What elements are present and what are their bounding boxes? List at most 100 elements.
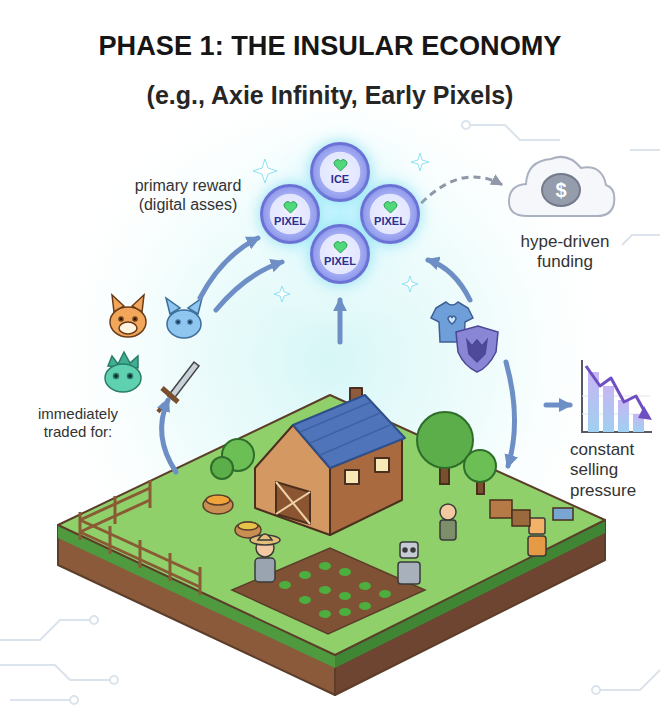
crop-field: [319, 610, 331, 618]
heart-icon: [333, 158, 348, 172]
circuit-lines: [70, 696, 78, 704]
fox-creature: [119, 322, 137, 334]
villager: [528, 536, 546, 556]
crop-field: [339, 608, 351, 616]
crates: [553, 508, 573, 520]
heart-icon: [283, 200, 298, 214]
crop-field: [339, 592, 351, 600]
crop-field: [279, 562, 391, 618]
fence: [115, 480, 150, 524]
fox-creature: [133, 317, 137, 321]
barn: [375, 458, 389, 472]
circuit-lines: [0, 620, 90, 640]
circuit-lines: [10, 699, 70, 701]
farmer: [250, 534, 280, 582]
flow-arrows: [546, 403, 570, 408]
robot: [398, 562, 420, 584]
flow-arrows: [216, 262, 282, 310]
sparkles: [411, 153, 429, 171]
dragon-creature: [114, 374, 119, 379]
cat-creature: [176, 320, 180, 324]
fence: [80, 480, 200, 595]
crop-field: [232, 548, 425, 634]
baskets: [206, 495, 230, 505]
coin-label: ICE: [331, 173, 349, 185]
circuit-lines: [592, 686, 600, 694]
trees: [464, 450, 496, 482]
circuit-lines: [0, 121, 660, 704]
crop-field: [319, 562, 331, 570]
circuit-lines: [90, 616, 98, 624]
diagram-title: PHASE 1: THE INSULAR ECONOMY: [0, 30, 660, 63]
dashed-flow-arrow: [421, 177, 502, 203]
crop-field: [379, 590, 391, 598]
background-glow: [10, 80, 650, 680]
crop-field: [339, 568, 351, 576]
token-coin: PIXEL: [260, 184, 320, 244]
declining-chart: [586, 366, 646, 414]
farmer: [255, 558, 275, 582]
flow-arrows: [338, 300, 343, 342]
heart-icon: [284, 202, 297, 213]
island: [58, 395, 605, 695]
crop-field: [319, 586, 331, 594]
villager: [529, 518, 545, 534]
traded-label: immediately traded for:: [22, 405, 134, 441]
heart-icon: [383, 200, 398, 214]
fox-creature: [110, 295, 146, 337]
barn: [255, 388, 405, 535]
crop-field: [359, 602, 371, 610]
subtitle: (e.g., Axie Infinity, Early Pixels): [0, 80, 660, 110]
declining-chart: [582, 360, 652, 432]
token-coin: PIXEL: [310, 224, 370, 284]
background-glow: [10, 80, 650, 680]
funding-cloud: $: [505, 148, 617, 222]
funding-label: hype-driven funding: [505, 232, 625, 273]
background-glow: [225, 100, 455, 330]
crates: [490, 500, 573, 526]
crates: [512, 510, 530, 526]
villager: [440, 520, 456, 540]
heart-icon: [334, 160, 347, 171]
selling-label: constant selling pressure: [570, 440, 654, 501]
shield-icon: [456, 326, 498, 372]
shield-icon: [467, 340, 487, 362]
crates: [490, 500, 512, 518]
coin-label: PIXEL: [274, 215, 306, 227]
crop-field: [359, 582, 371, 590]
circuit-lines: [600, 670, 660, 690]
dragon-creature: [105, 352, 141, 392]
coin-label: PIXEL: [324, 255, 356, 267]
currency-symbol: $: [541, 173, 581, 207]
island: [58, 395, 605, 655]
trees: [211, 412, 496, 494]
sparkles: [253, 159, 277, 183]
flow-arrows: [506, 362, 515, 466]
cat-creature: [166, 298, 202, 338]
flow-arrows: [162, 400, 176, 472]
flow-arrows: [162, 238, 570, 472]
circuit-lines: [0, 665, 110, 680]
robot: [403, 548, 407, 552]
farmer: [250, 535, 280, 545]
dragon-creature: [105, 364, 141, 392]
cat-creature: [188, 320, 192, 324]
circuit-lines: [630, 149, 660, 151]
token-coin: PIXEL: [360, 184, 420, 244]
villager: [440, 504, 456, 520]
sparkles: [253, 153, 429, 302]
barn: [276, 482, 310, 524]
reward-label: primary reward (digital asses): [118, 176, 258, 214]
trees: [211, 457, 233, 479]
heart-icon: [334, 242, 347, 253]
circuit-lines: [462, 121, 470, 129]
crop-field: [299, 571, 311, 579]
fox-creature: [119, 317, 123, 321]
baskets: [238, 522, 258, 530]
shirt-icon: [448, 316, 456, 324]
declining-chart: [618, 400, 629, 432]
coin-label: PIXEL: [374, 215, 406, 227]
heart-icon: [384, 202, 397, 213]
flow-arrows: [428, 260, 470, 300]
